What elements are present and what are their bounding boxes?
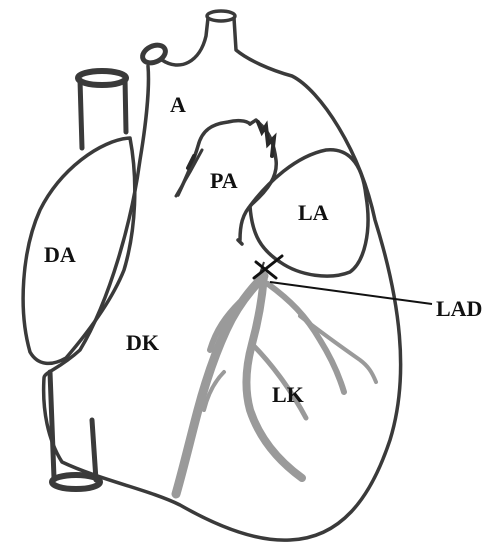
label-left-ventricle: LK (272, 382, 304, 407)
right-atrium-outline (23, 138, 135, 363)
superior-vena-cava (78, 71, 126, 148)
label-right-ventricle: DK (126, 330, 159, 355)
lad-leader-line (270, 282, 432, 304)
label-right-atrium: DA (44, 242, 76, 267)
inferior-vena-cava (50, 372, 100, 489)
label-pulmonary-artery: PA (210, 168, 238, 193)
label-lad: LAD (436, 296, 482, 321)
pulmonary-branch-detail (188, 122, 274, 168)
label-aorta: A (170, 92, 186, 117)
aortic-arch (162, 11, 235, 65)
label-left-atrium: LA (298, 200, 329, 225)
